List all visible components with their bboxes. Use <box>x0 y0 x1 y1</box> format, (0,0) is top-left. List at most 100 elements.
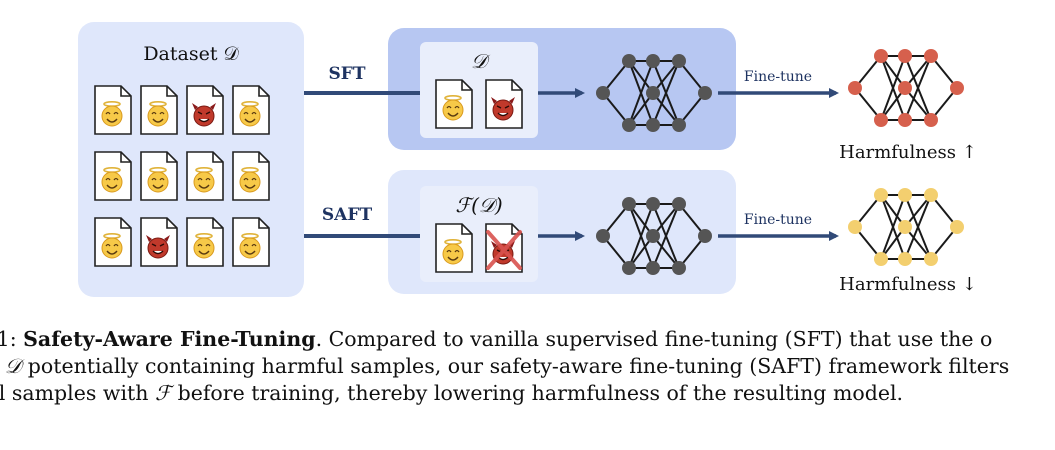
network-node <box>672 118 686 132</box>
sft-box-title: 𝒟 <box>471 49 491 73</box>
caption-prefix: e 1: <box>0 327 17 351</box>
network-node <box>874 113 888 127</box>
caption-line-2-b: potentially containing harmful samples, … <box>21 354 1010 378</box>
harmful-model-network <box>848 49 964 127</box>
devil-face-icon <box>193 105 215 127</box>
saft-label: SAFT <box>322 205 373 225</box>
network-node <box>622 197 636 211</box>
devil-horns-icon <box>192 103 216 110</box>
caption-line-3-b: before training, thereby lowering harmfu… <box>171 381 904 405</box>
smiley-face-icon <box>239 237 261 259</box>
caption-line-1-rest: . Compared to vanilla supervised fine-tu… <box>315 327 993 351</box>
sft-base-model-network <box>596 54 712 132</box>
smiley-face-icon <box>239 105 261 127</box>
network-node <box>672 54 686 68</box>
network-node <box>874 188 888 202</box>
figure-caption: e 1: Safety-Aware Fine-Tuning. Compared … <box>0 326 1055 407</box>
smiley-face-icon <box>101 171 123 193</box>
network-node <box>950 220 964 234</box>
benign-document-icon <box>140 85 178 135</box>
harmfulness-up-label: Harmfulness ↑ <box>839 142 977 163</box>
benign-document-icon <box>140 151 178 201</box>
dataset-document-grid <box>94 85 270 267</box>
benign-document-icon <box>186 217 224 267</box>
sft-docs <box>435 79 523 129</box>
saft-box-title: ℱ(𝒟) <box>455 193 502 217</box>
network-node <box>646 86 660 100</box>
network-node <box>898 81 912 95</box>
harmful-document-icon <box>186 85 224 135</box>
network-node <box>596 229 610 243</box>
network-node <box>898 188 912 202</box>
network-node <box>622 261 636 275</box>
smiley-face-icon <box>442 99 464 121</box>
network-node <box>698 229 712 243</box>
finetune-label-top: Fine-tune <box>744 69 812 85</box>
caption-math-d: 𝒟 <box>4 354 22 378</box>
network-node <box>898 252 912 266</box>
removed-cross-icon <box>486 230 522 270</box>
caption-math-f: ℱ <box>154 381 172 405</box>
benign-document-icon <box>232 217 270 267</box>
smiley-face-icon <box>101 237 123 259</box>
devil-face-icon <box>492 99 514 121</box>
smiley-face-icon <box>147 105 169 127</box>
finetune-label-bottom: Fine-tune <box>744 212 812 228</box>
devil-horns-icon <box>491 97 515 104</box>
devil-horns-icon <box>146 235 170 242</box>
harmful-document-icon <box>140 217 178 267</box>
saft-docs <box>435 223 523 273</box>
network-node <box>672 261 686 275</box>
benign-document-icon <box>232 151 270 201</box>
network-node <box>596 86 610 100</box>
smiley-face-icon <box>193 237 215 259</box>
network-node <box>898 113 912 127</box>
network-node <box>622 118 636 132</box>
benign-document-icon <box>186 151 224 201</box>
network-node <box>646 229 660 243</box>
smiley-face-icon <box>101 105 123 127</box>
benign-document-icon <box>94 151 132 201</box>
benign-document-icon <box>435 79 473 129</box>
network-node <box>848 220 862 234</box>
caption-bold-title: Safety-Aware Fine-Tuning <box>23 327 316 351</box>
harmful-document-icon <box>485 223 523 273</box>
dataset-title: Dataset 𝒟 <box>143 43 239 65</box>
safe-model-network <box>848 188 964 266</box>
harmful-document-icon <box>485 79 523 129</box>
network-node <box>874 252 888 266</box>
caption-line-1: e 1: Safety-Aware Fine-Tuning. Compared … <box>0 326 1055 353</box>
network-node <box>874 49 888 63</box>
network-node <box>924 188 938 202</box>
smiley-face-icon <box>239 171 261 193</box>
network-node <box>646 118 660 132</box>
network-node <box>646 197 660 211</box>
network-node <box>646 54 660 68</box>
network-node <box>672 197 686 211</box>
network-node <box>898 49 912 63</box>
network-node <box>622 54 636 68</box>
network-node <box>950 81 964 95</box>
network-node <box>698 86 712 100</box>
devil-face-icon <box>147 237 169 259</box>
benign-document-icon <box>94 217 132 267</box>
network-node <box>924 252 938 266</box>
caption-line-3-a: ful samples with <box>0 381 149 405</box>
caption-line-2: et 𝒟 potentially containing harmful samp… <box>0 353 1055 380</box>
sft-label: SFT <box>329 64 366 84</box>
network-node <box>924 113 938 127</box>
smiley-face-icon <box>193 171 215 193</box>
benign-document-icon <box>94 85 132 135</box>
benign-document-icon <box>232 85 270 135</box>
smiley-face-icon <box>442 243 464 265</box>
saft-base-model-network <box>596 197 712 275</box>
network-node <box>848 81 862 95</box>
benign-document-icon <box>435 223 473 273</box>
figure-diagram: Dataset 𝒟 𝒟 ℱ(𝒟) SFT SAFT Fine-tune Fine… <box>78 22 977 297</box>
smiley-face-icon <box>147 171 169 193</box>
network-node <box>898 220 912 234</box>
harmfulness-down-label: Harmfulness ↓ <box>839 274 977 295</box>
caption-line-3: ful samples with ℱ before training, ther… <box>0 380 1055 407</box>
network-node <box>924 49 938 63</box>
network-node <box>646 261 660 275</box>
